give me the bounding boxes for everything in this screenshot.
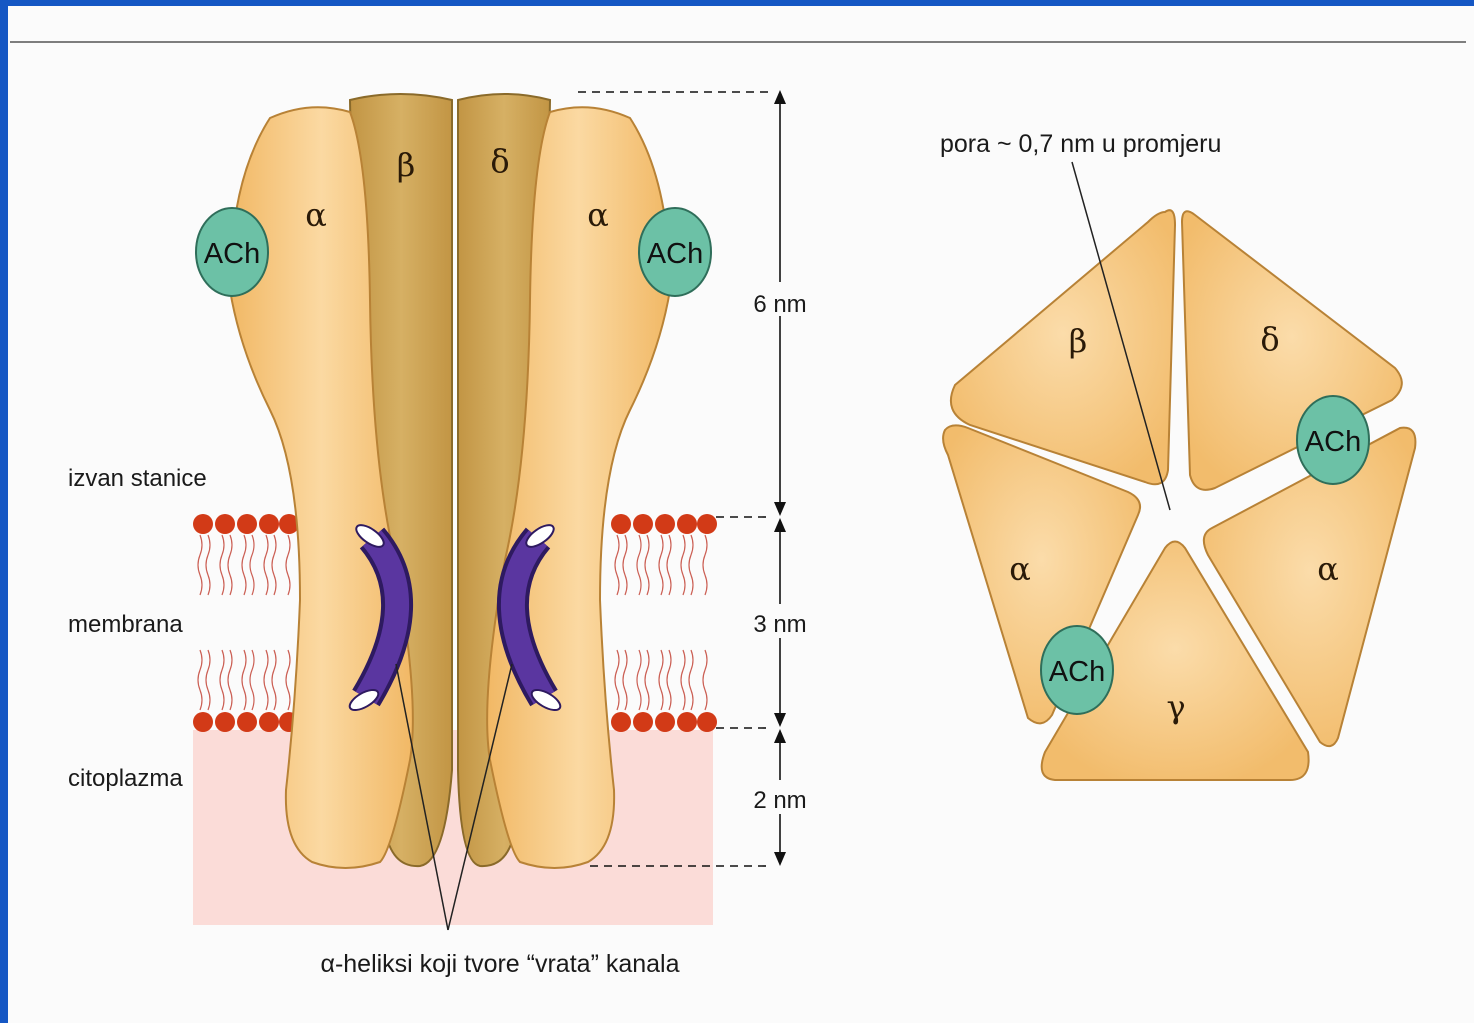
- delta-label-top: δ: [1260, 320, 1279, 358]
- ach-binding-site-left: ACh: [196, 208, 268, 296]
- membrane-right: [611, 514, 717, 732]
- ach-binding-site-top-left: ACh: [1041, 626, 1113, 714]
- ach-label-right: ACh: [647, 238, 703, 270]
- alpha-left-label: α: [305, 196, 327, 234]
- cytoplasm-label: citoplazma: [68, 765, 183, 792]
- ach-label-top-right: ACh: [1305, 426, 1361, 458]
- dimension-2nm: 2 nm: [753, 787, 806, 814]
- helix-caption: α-heliksi koji tvore “vrata” kanala: [320, 950, 679, 978]
- alpha-left-label-top: α: [1009, 550, 1031, 588]
- top-view: β δ α α γ ACh ACh pora ~ 0,7 nm u promje…: [940, 130, 1415, 780]
- ach-label-left: ACh: [204, 238, 260, 270]
- alpha-right-label: α: [587, 196, 609, 234]
- ach-label-top-left: ACh: [1049, 656, 1105, 688]
- pore-label: pora ~ 0,7 nm u promjeru: [940, 130, 1221, 158]
- membrane-left: [193, 514, 299, 732]
- outside-cell-label: izvan stanice: [68, 465, 207, 492]
- ach-binding-site-right: ACh: [639, 208, 711, 296]
- central-pore: [1150, 493, 1194, 537]
- beta-label-top: β: [1069, 322, 1088, 360]
- alpha-right-label-top: α: [1317, 550, 1339, 588]
- dimension-6nm: 6 nm: [753, 291, 806, 318]
- delta-label-side: δ: [490, 142, 509, 180]
- membrane-label: membrana: [68, 611, 183, 638]
- ach-binding-site-top-right: ACh: [1297, 396, 1369, 484]
- dimension-3nm: 3 nm: [753, 611, 806, 638]
- beta-label-side: β: [397, 146, 416, 184]
- gamma-label-top: γ: [1166, 688, 1185, 726]
